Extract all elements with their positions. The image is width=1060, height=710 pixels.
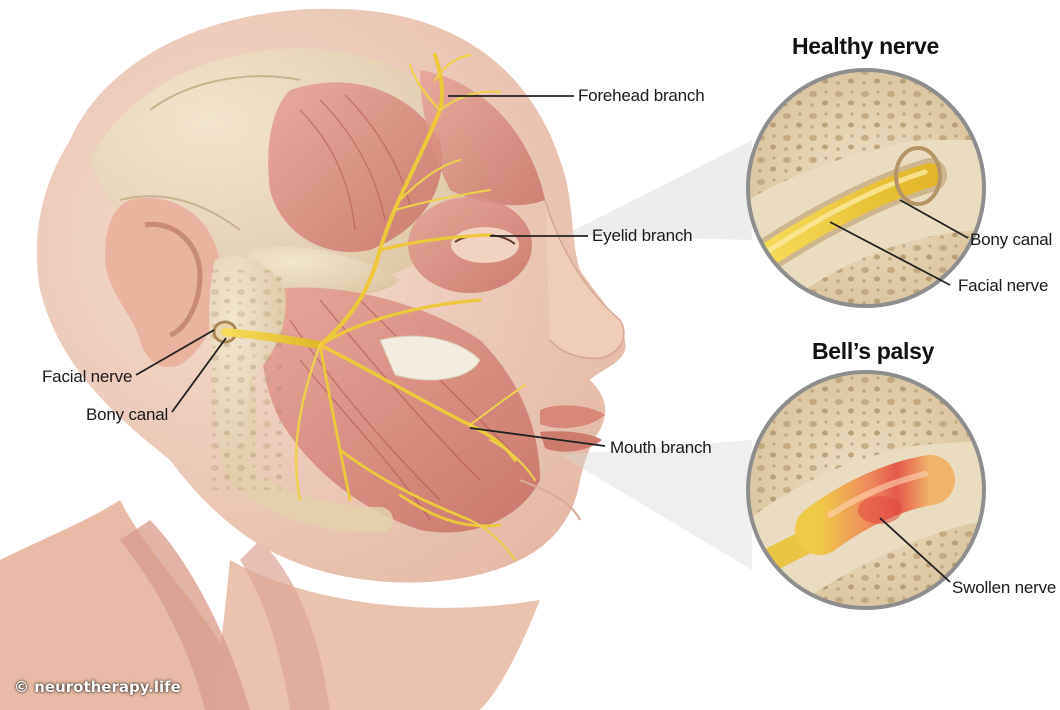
copyright-credit: © neurotherapy.life xyxy=(14,678,181,696)
facial-nerve-branches xyxy=(221,53,536,561)
swollen-nerve-label: Swollen nerve xyxy=(952,578,1057,597)
eyelid-branch-label: Eyelid branch xyxy=(592,226,693,245)
head-illustration xyxy=(0,8,626,710)
forehead-branch-label: Forehead branch xyxy=(578,86,705,105)
bony-canal-label-main: Bony canal xyxy=(86,405,169,424)
bony-canal-label-inset: Bony canal xyxy=(970,230,1053,249)
healthy-nerve-inset xyxy=(746,68,986,308)
facial-nerve-label-main: Facial nerve xyxy=(42,367,133,386)
mouth-branch-label: Mouth branch xyxy=(610,438,712,457)
healthy-nerve-heading: Healthy nerve xyxy=(792,33,939,59)
bells-palsy-heading: Bell’s palsy xyxy=(812,338,935,364)
leader-lines xyxy=(135,95,606,447)
facial-nerve-label-inset: Facial nerve xyxy=(958,276,1049,295)
bells-palsy-inset xyxy=(746,370,986,610)
